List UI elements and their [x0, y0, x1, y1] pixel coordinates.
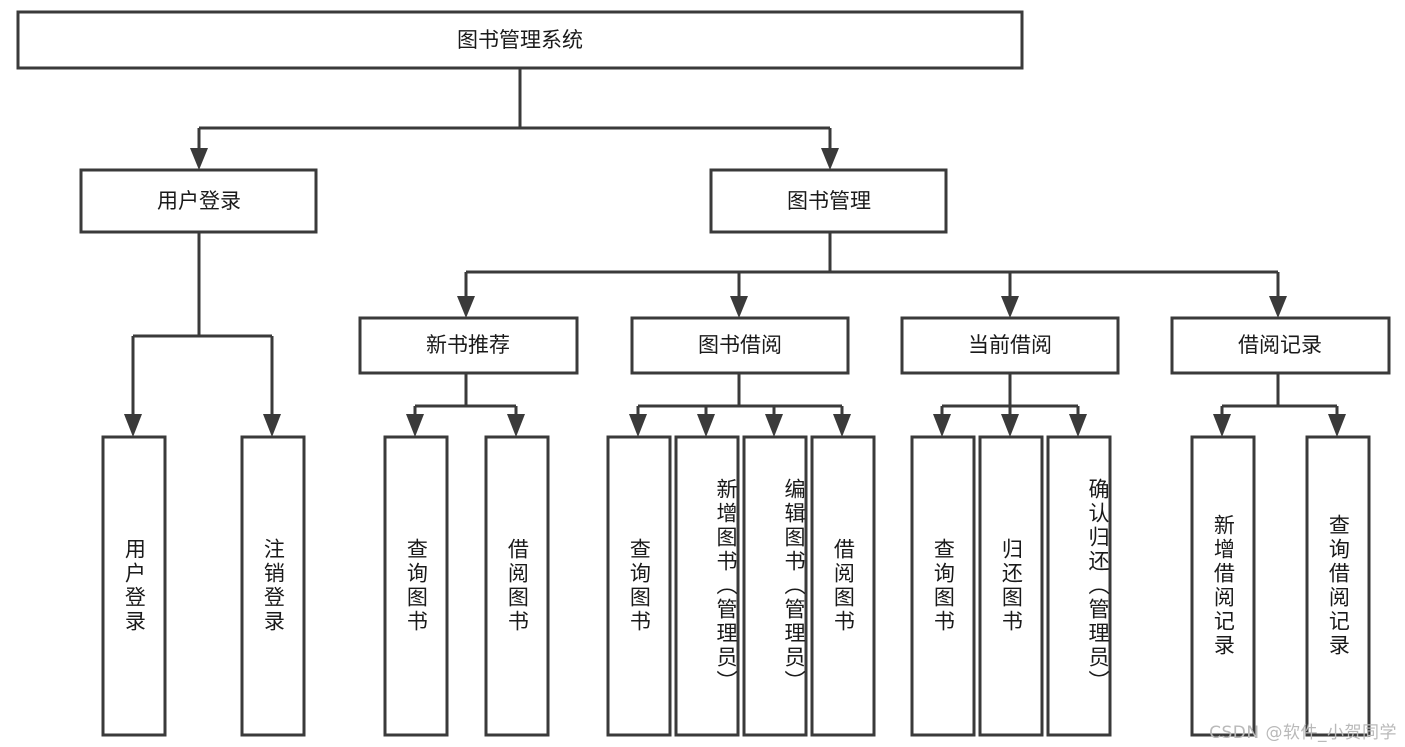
node-box-book-borrow[interactable]	[630, 316, 850, 375]
node-box-leaf-add-book[interactable]	[674, 435, 740, 737]
node-box-leaf-confirm-return[interactable]	[1046, 435, 1112, 737]
arrow-head-leaf-query-book-1	[406, 414, 424, 437]
arrow-head-borrow-record	[1269, 296, 1287, 318]
label-root: 图书管理系统	[457, 28, 583, 52]
arrow-head-leaf-user-logout	[263, 414, 281, 437]
arrow-head-book-management	[821, 148, 839, 170]
arrow-head-leaf-edit-book	[765, 414, 783, 437]
arrow-head-leaf-add-record	[1213, 414, 1231, 437]
node-box-new-book-recommend[interactable]	[358, 316, 579, 375]
label-new-book-recommend: 新书推荐	[426, 333, 510, 357]
node-box-leaf-return-book[interactable]	[978, 435, 1044, 737]
arrow-head-leaf-borrow-book-1	[507, 414, 525, 437]
horizontal-label-group: 图书管理系统 用户登录 图书管理 新书推荐 图书借阅 当前借阅 借阅记录	[157, 28, 1322, 357]
node-box-leaf-add-record[interactable]	[1190, 435, 1256, 737]
arrow-head-book-borrow	[730, 296, 748, 318]
arrow-head-leaf-query-book-2	[629, 414, 647, 437]
node-box-root[interactable]	[16, 10, 1024, 70]
label-user-login: 用户登录	[157, 189, 241, 213]
csdn-watermark: CSDN @软件_小贺同学	[1209, 723, 1397, 743]
node-box-user-login[interactable]	[79, 168, 318, 234]
arrow-head-new-book-recommend	[457, 296, 475, 318]
node-box-group	[16, 10, 1391, 737]
node-box-leaf-query-book-1[interactable]	[383, 435, 449, 737]
node-box-leaf-query-record[interactable]	[1305, 435, 1371, 737]
node-box-current-borrow[interactable]	[900, 316, 1120, 375]
arrow-head-leaf-query-record	[1328, 414, 1346, 437]
label-current-borrow: 当前借阅	[968, 333, 1052, 357]
label-book-management: 图书管理	[787, 189, 871, 213]
node-box-borrow-record[interactable]	[1170, 316, 1391, 375]
node-box-leaf-query-book-2[interactable]	[606, 435, 672, 737]
arrow-head-leaf-user-login	[124, 414, 142, 437]
arrow-head-leaf-add-book	[697, 414, 715, 437]
label-book-borrow: 图书借阅	[698, 333, 782, 357]
label-borrow-record: 借阅记录	[1238, 333, 1322, 357]
arrow-head-leaf-borrow-book-2	[833, 414, 851, 437]
arrow-head-leaf-confirm-return	[1069, 414, 1087, 437]
node-box-leaf-borrow-book-1[interactable]	[484, 435, 550, 737]
node-box-book-management[interactable]	[709, 168, 948, 234]
arrow-head-leaf-return-book	[1001, 414, 1019, 437]
node-box-leaf-user-login[interactable]	[101, 435, 167, 737]
node-box-leaf-user-logout[interactable]	[240, 435, 306, 737]
connector-group	[124, 68, 1346, 437]
arrow-head-current-borrow	[1001, 296, 1019, 318]
node-box-leaf-query-book-3[interactable]	[910, 435, 976, 737]
arrow-head-leaf-query-book-3	[933, 414, 951, 437]
node-box-leaf-borrow-book-2[interactable]	[810, 435, 876, 737]
node-box-leaf-edit-book[interactable]	[742, 435, 808, 737]
arrow-head-user-login	[190, 148, 208, 170]
